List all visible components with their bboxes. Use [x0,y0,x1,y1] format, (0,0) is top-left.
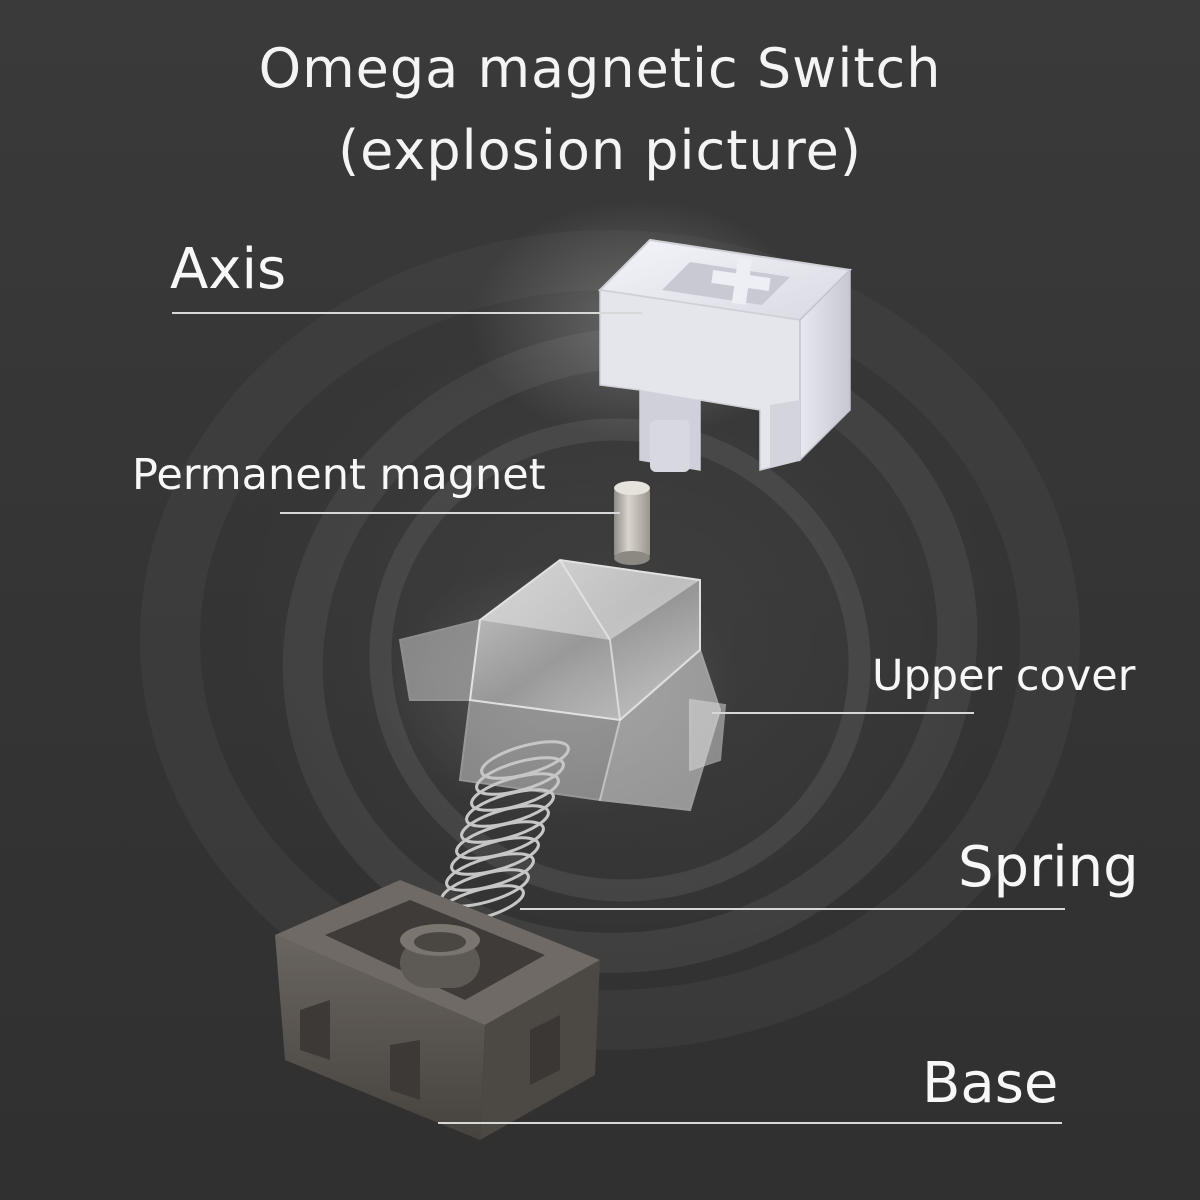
leader-upper-cover [712,712,974,714]
leader-magnet [280,512,620,514]
leader-axis [172,312,642,314]
axis-stem-illustration [597,238,853,472]
label-base: Base [922,1051,1059,1116]
leader-spring [520,908,1065,910]
label-axis: Axis [170,237,287,302]
leader-base [438,1122,1062,1124]
label-magnet: Permanent magnet [132,450,546,500]
upper-cover-illustration [398,558,727,812]
title-line-2: (explosion picture) [338,119,862,182]
base-illustration [275,880,600,1140]
magnet-illustration [614,481,650,565]
label-upper-cover: Upper cover [872,651,1136,701]
label-spring: Spring [958,835,1139,900]
spring-illustration [435,740,570,924]
title-line-1: Omega magnetic Switch [258,37,942,100]
